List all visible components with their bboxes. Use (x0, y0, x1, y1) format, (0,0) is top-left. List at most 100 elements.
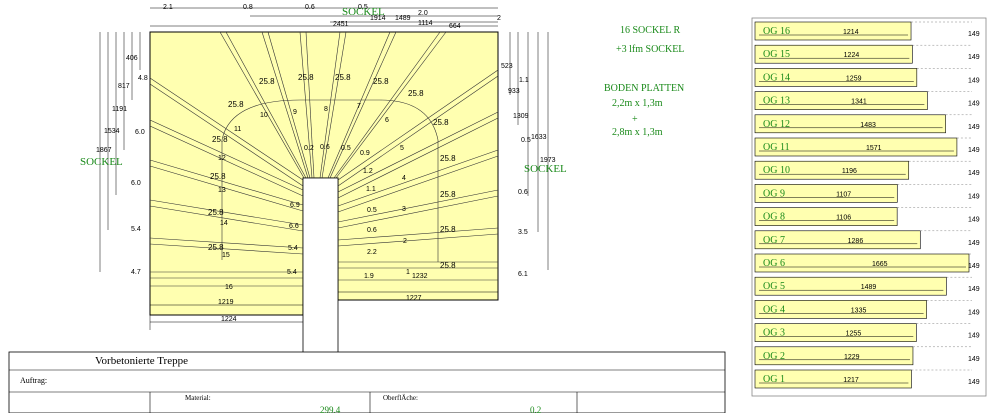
dim-top-8: 1114 (418, 20, 433, 27)
og-bar (754, 184, 898, 203)
og-label: OG 12 (763, 119, 790, 130)
step-number: 13 (218, 187, 226, 194)
dim-bottom-2: 1227 (406, 295, 422, 302)
og-bar (754, 346, 914, 366)
dim-top-5: 2451 (333, 21, 349, 28)
step-width: 25.8 (440, 261, 456, 270)
small-label: 0.5 (367, 207, 377, 214)
og-bar (754, 68, 918, 87)
og-bar (754, 276, 947, 296)
dim-left-2: 4.8 (138, 75, 148, 82)
og-height: 149 (968, 101, 980, 108)
og-height: 149 (968, 217, 980, 224)
dim-left-3: 1191 (112, 106, 127, 113)
og-value: 1229 (844, 354, 860, 361)
step-width: 25.8 (440, 154, 456, 163)
top-dimension-labels: 2.1 0.8 0.6 0.5 2.0 2451 1914 1489 1114 … (163, 4, 501, 30)
step-width: 25.8 (208, 208, 224, 217)
og-bar (754, 114, 946, 134)
og-value: 1107 (836, 191, 851, 198)
og-value: 1483 (860, 122, 876, 129)
dim-right-6: 1973 (540, 157, 556, 164)
step-number: 2 (403, 238, 407, 245)
og-height: 149 (968, 240, 980, 247)
title-block-auftrag: Auftrag: (20, 376, 47, 385)
step-number: 5 (400, 145, 404, 152)
og-bar (754, 44, 913, 64)
step-width: 25.8 (228, 100, 244, 109)
og-value: 1665 (872, 261, 888, 268)
step-width-labels: 25.8 25.8 25.8 25.8 25.8 25.8 25.8 25.8 … (208, 73, 456, 270)
step-number: 6 (385, 117, 389, 124)
sockel-right: SOCKEL (524, 163, 567, 175)
step-number: 3 (402, 206, 406, 213)
dim-top-2: 0.6 (305, 4, 315, 11)
step-width: 25.8 (298, 73, 314, 82)
og-value: 1196 (842, 168, 857, 175)
dim-top-1: 0.8 (243, 4, 253, 11)
step-width: 25.8 (440, 190, 456, 199)
og-value: 1571 (866, 145, 882, 152)
title-block-value-1: 299.4 (320, 405, 341, 413)
og-value: 1259 (846, 75, 862, 82)
small-label: 6.9 (290, 202, 300, 209)
right-dimension-labels: 523 1.1 933 1309 0.5 1633 1973 0.6 3.5 6… (501, 63, 556, 278)
og-value: 1224 (844, 52, 860, 59)
og-height: 149 (968, 333, 980, 340)
dim-right-8: 3.5 (518, 229, 528, 236)
walk-line-arch (221, 99, 439, 262)
dim-top-10: 2 (497, 15, 501, 22)
dim-bottom-1: 1224 (221, 316, 237, 323)
og-height: 149 (968, 263, 980, 270)
dim-right-9: 6.1 (518, 271, 528, 278)
step-number: 12 (218, 155, 226, 162)
small-label: 0.9 (360, 150, 370, 157)
step-width: 25.8 (373, 77, 389, 86)
og-bar (754, 300, 927, 319)
bottom-dimension-labels: 1219 1224 1227 1.9 1232 (218, 273, 428, 323)
note-boden-platten: BODEN PLATTEN (604, 83, 684, 94)
og-value: 1286 (848, 238, 864, 245)
dim-left-9: 4.7 (131, 269, 141, 276)
og-row: OG 3 1255 149 (754, 323, 980, 342)
og-label: OG 8 (763, 212, 785, 223)
step-width: 25.8 (259, 77, 275, 86)
og-value: 1217 (843, 377, 859, 384)
small-label: 5.4 (288, 245, 298, 252)
step-width: 25.8 (208, 243, 224, 252)
dim-top-7: 1489 (395, 15, 411, 22)
step-number: 4 (402, 175, 406, 182)
og-label: OG 2 (763, 351, 785, 362)
dim-bottom-4: 1232 (412, 273, 428, 280)
dim-left-5: 6.0 (135, 129, 145, 136)
dim-right-2: 933 (508, 88, 520, 95)
dim-top-6: 1914 (370, 15, 386, 22)
og-height: 149 (968, 286, 980, 293)
og-height: 149 (968, 379, 980, 386)
og-label: OG 1 (763, 374, 785, 385)
dim-top-4: 2.0 (418, 10, 428, 17)
dim-left-6: 1867 (96, 147, 112, 154)
og-value: 1255 (846, 331, 862, 338)
notes: 16 SOCKEL R +3 lfm SOCKEL BODEN PLATTEN … (604, 25, 684, 138)
og-label: OG 7 (763, 235, 785, 246)
small-label: 0.5 (341, 145, 351, 152)
og-value: 1335 (851, 307, 867, 314)
title-block-title: Vorbetonierte Treppe (95, 355, 188, 367)
og-label: OG 3 (763, 328, 785, 339)
dim-right-1: 1.1 (519, 77, 529, 84)
dim-top-0: 2.1 (163, 4, 173, 11)
og-label: OG 10 (763, 165, 790, 176)
og-bar (754, 91, 928, 110)
step-width: 25.8 (408, 89, 424, 98)
og-label: OG 13 (763, 96, 790, 107)
step-width: 25.8 (440, 225, 456, 234)
small-label: 2.2 (367, 249, 377, 256)
dim-left-1: 817 (118, 83, 130, 90)
